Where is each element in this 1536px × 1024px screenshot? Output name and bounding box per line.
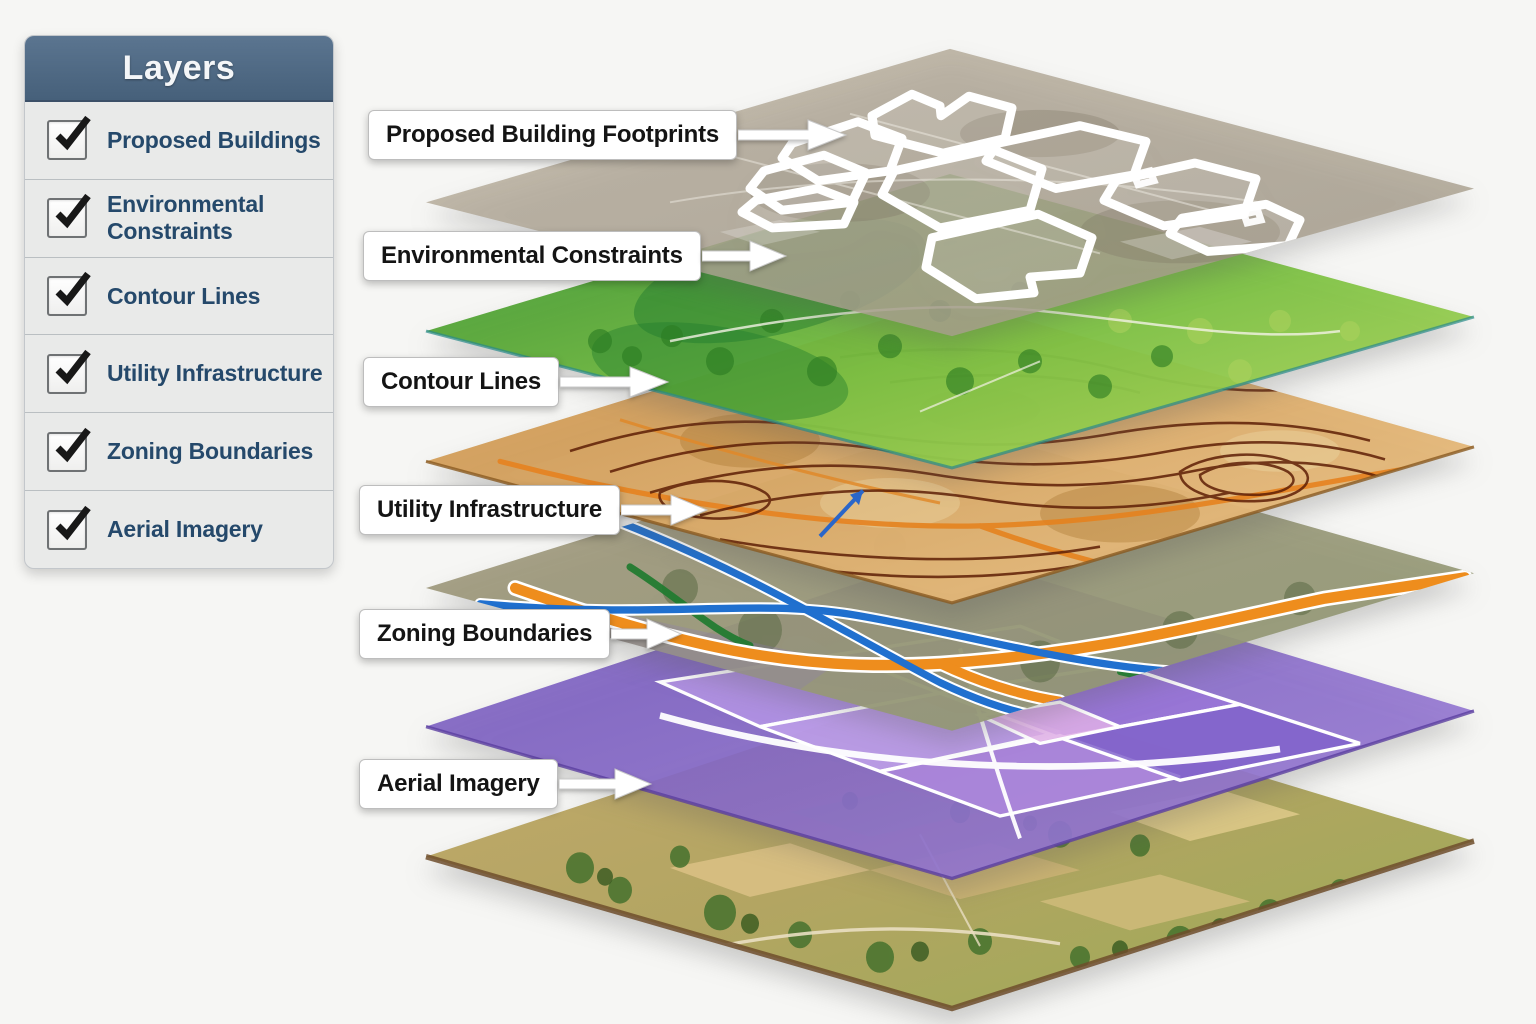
callout-label: Aerial Imagery	[359, 759, 558, 809]
layer-toggle-row-aerial-imagery[interactable]: Aerial Imagery	[25, 490, 333, 568]
callout-utility-infrastructure: Utility Infrastructure	[359, 485, 709, 535]
layer-toggle-row-proposed-buildings[interactable]: Proposed Buildings	[25, 102, 333, 179]
utility-riser-arrow	[818, 489, 865, 538]
layer-proposed-buildings	[426, 48, 1474, 337]
callout-label: Environmental Constraints	[363, 231, 701, 281]
callout-arrow-icon	[560, 366, 670, 398]
callout-label: Proposed Building Footprints	[368, 110, 738, 160]
checkmark-icon	[55, 427, 91, 462]
layers-panel-header: Layers	[25, 36, 333, 102]
checkmark-icon	[55, 116, 91, 151]
layers-panel-body: Proposed Buildings Environmental Constra…	[25, 102, 333, 568]
layer-toggle-label: Utility Infrastructure	[107, 360, 323, 387]
callout-arrow-icon	[558, 768, 652, 800]
callout-aerial-imagery: Aerial Imagery	[359, 759, 653, 809]
callout-contour-lines: Contour Lines	[363, 357, 670, 407]
callout-label: Contour Lines	[363, 357, 560, 407]
checkbox-proposed-buildings[interactable]	[47, 116, 91, 161]
callout-label: Zoning Boundaries	[359, 609, 611, 659]
checkmark-icon	[55, 349, 91, 385]
layer-toggle-label: Environmental Constraints	[107, 191, 265, 245]
checkmark-icon	[55, 194, 91, 229]
checkbox-contour-lines[interactable]	[47, 271, 91, 317]
layer-toggle-label: Proposed Buildings	[107, 126, 321, 153]
layer-toggle-label: Zoning Boundaries	[107, 438, 314, 465]
callout-zoning-boundaries: Zoning Boundaries	[359, 609, 683, 659]
callout-label: Utility Infrastructure	[359, 485, 620, 535]
checkbox-utility-infrastructure[interactable]	[47, 349, 91, 394]
layer-toggle-row-environmental-constraints[interactable]: Environmental Constraints	[25, 178, 333, 257]
layer-toggle-row-utility-infrastructure[interactable]: Utility Infrastructure	[25, 334, 333, 412]
checkbox-environmental-constraints[interactable]	[47, 194, 91, 239]
checkmark-icon	[55, 271, 91, 307]
checkbox-zoning-boundaries[interactable]	[47, 427, 91, 472]
layers-panel: Layers Proposed Buildings Environmental …	[24, 35, 334, 569]
layer-toggle-label: Aerial Imagery	[107, 516, 263, 543]
layer-toggle-row-contour-lines[interactable]: Contour Lines	[25, 256, 333, 335]
callout-arrow-icon	[738, 119, 848, 151]
callout-arrow-icon	[701, 240, 788, 272]
layers-panel-title: Layers	[122, 48, 236, 87]
callout-environmental-constraints: Environmental Constraints	[363, 231, 788, 281]
checkmark-icon	[55, 505, 91, 540]
callout-arrow-icon	[620, 494, 709, 526]
callout-arrow-icon	[611, 618, 683, 650]
layer-toggle-label: Contour Lines	[107, 282, 261, 309]
building-footprint-outlines	[737, 89, 1305, 304]
callout-proposed-building-footprints: Proposed Building Footprints	[368, 110, 848, 160]
checkbox-aerial-imagery[interactable]	[47, 505, 91, 550]
layer-toggle-row-zoning-boundaries[interactable]: Zoning Boundaries	[25, 412, 333, 490]
